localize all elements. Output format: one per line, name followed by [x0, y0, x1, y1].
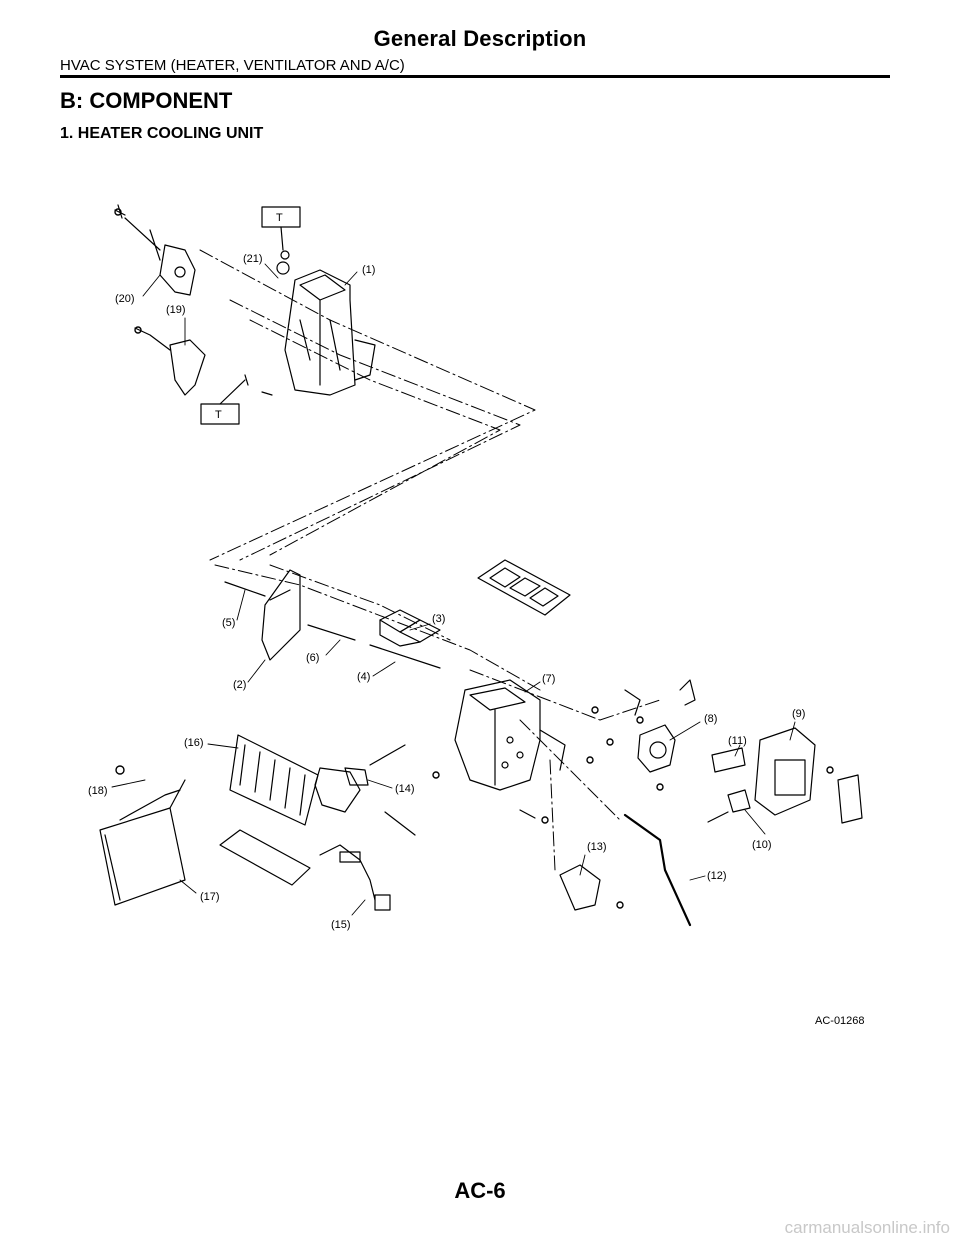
callout-9: (9)	[792, 708, 805, 720]
watermark: carmanualsonline.info	[784, 1218, 950, 1237]
part-7-housing	[454, 679, 566, 819]
part-19-bracket	[134, 327, 206, 396]
part-13-bracket	[559, 864, 601, 911]
screws	[114, 208, 834, 909]
part-3-filters	[379, 609, 441, 647]
part-1-housing	[244, 250, 376, 396]
callout-11: (11)	[728, 735, 747, 747]
section-heading: B: COMPONENT	[60, 88, 233, 113]
part-15-harness	[319, 844, 391, 911]
part-20-bracket	[114, 204, 196, 296]
callout-15: (15)	[331, 919, 351, 931]
callout-8: (8)	[704, 713, 717, 725]
part-6-rod	[307, 624, 356, 641]
callout-17: (17)	[200, 891, 220, 903]
torque-label-bottom: T	[215, 409, 222, 421]
page-title: General Description	[373, 26, 587, 51]
page-subtitle: HVAC SYSTEM (HEATER, VENTILATOR AND A/C)	[60, 57, 405, 74]
filter-frame-part	[477, 559, 571, 616]
duct-piece	[219, 829, 311, 886]
callout-19: (19)	[166, 304, 186, 316]
part-4-rod	[369, 644, 441, 669]
callout-2: (2)	[233, 679, 246, 691]
assembly-guide-lines	[199, 249, 661, 871]
callout-14: (14)	[395, 783, 415, 795]
part-14-blower	[314, 744, 416, 836]
part-10-resistor	[727, 789, 751, 813]
callout-5: (5)	[222, 617, 235, 629]
diagram-code: AC-01268	[815, 1015, 865, 1027]
callout-1: (1)	[362, 264, 375, 276]
part-5-rod	[224, 581, 266, 597]
callout-20: (20)	[115, 293, 135, 305]
callout-3: (3)	[432, 613, 445, 625]
part-2-door	[261, 569, 301, 661]
callout-13: (13)	[587, 841, 607, 853]
part-8-actuator	[624, 679, 696, 773]
torque-label-top: T	[276, 212, 283, 224]
callout-21: (21)	[243, 253, 263, 265]
callout-4: (4)	[357, 671, 370, 683]
callout-10: (10)	[752, 839, 772, 851]
part-16-evaporator	[229, 734, 319, 826]
header-divider	[60, 75, 890, 78]
leader-lines	[111, 263, 796, 916]
part-11-bracket	[711, 747, 746, 773]
sub-heading: 1. HEATER COOLING UNIT	[60, 125, 264, 142]
part-17-heater-core	[99, 779, 186, 906]
torque-labels: T T	[215, 212, 283, 421]
callout-labels: (1) (2) (3) (4) (5) (6) (7) (8) (9) (10)…	[88, 253, 805, 931]
callout-18: (18)	[88, 785, 108, 797]
page-number: AC-6	[454, 1178, 506, 1203]
callout-6: (6)	[306, 652, 319, 664]
callout-16: (16)	[184, 737, 204, 749]
callout-12: (12)	[707, 870, 727, 882]
part-12-pipe	[623, 813, 692, 927]
callout-7: (7)	[542, 673, 555, 685]
part-9-cover	[754, 727, 863, 824]
